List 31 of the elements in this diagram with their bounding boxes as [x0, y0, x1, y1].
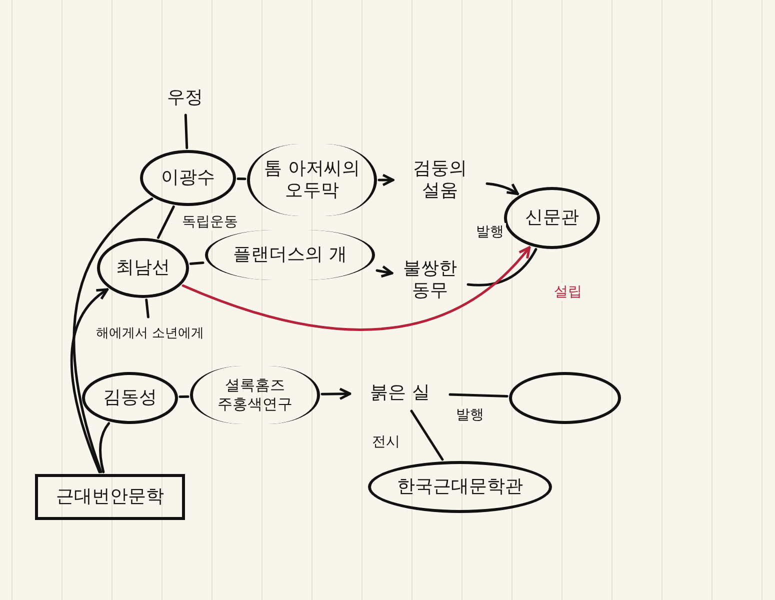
connector-line	[156, 205, 175, 239]
node-text: 해에게서 소년에게	[95, 319, 205, 349]
arrow	[182, 246, 531, 331]
name-oval: 김동성	[82, 372, 178, 424]
title-bracket: 톰 아저씨의 오두막	[247, 144, 377, 216]
node-text: 우정	[155, 83, 215, 113]
connector-line	[236, 178, 246, 180]
arrow	[70, 288, 109, 474]
connector-line	[466, 248, 538, 286]
arrow	[486, 182, 519, 196]
empty-oval	[509, 372, 621, 424]
arrow	[320, 388, 352, 400]
arrow	[376, 265, 394, 278]
connector-line	[178, 395, 190, 398]
node-text: 붉은 실	[352, 377, 448, 409]
topic-box: 근대번안문학	[35, 474, 185, 520]
node-text: 검둥의 설움	[395, 149, 485, 211]
name-oval: 한국근대문학관	[368, 461, 552, 513]
arrow	[378, 174, 394, 186]
connector-line	[189, 261, 204, 266]
connector-line	[184, 114, 188, 150]
connector-line	[410, 410, 444, 461]
name-oval: 이광수	[140, 150, 236, 206]
name-oval: 최남선	[97, 238, 189, 298]
connector-line	[99, 422, 110, 474]
edge-label: 독립운동	[180, 213, 240, 231]
title-bracket: 셜록홈즈 주홍색연구	[190, 366, 320, 424]
connector-line	[145, 298, 150, 318]
node-text: 불쌍한 동무	[394, 249, 466, 311]
connector-line	[448, 393, 508, 398]
connector-line	[72, 198, 154, 474]
